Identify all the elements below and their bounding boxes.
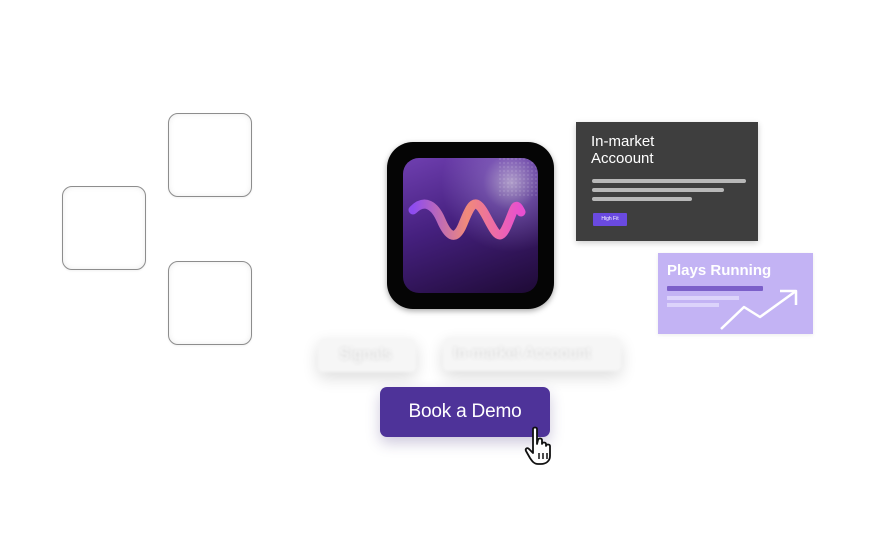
placeholder-tile-top [168,113,252,197]
w-logo-icon [408,158,538,240]
account-title-line2: Accoount [591,150,654,167]
placeholder-line [592,188,724,192]
plays-running-card: Plays Running [658,253,813,334]
account-card-title: In-market Accoount [591,133,711,167]
placeholder-line [667,296,739,300]
placeholder-line [592,197,692,201]
in-market-account-card: In-market Accoount High Fit [576,122,758,241]
placeholder-tile-bottom [168,261,252,345]
book-demo-button[interactable]: Book a Demo [380,387,550,437]
app-icon-inner [403,158,538,293]
app-icon [387,142,554,309]
account-title-line1: In-market [591,133,655,150]
in-market-account-chip: In-market Accoount [443,337,621,371]
placeholder-line [667,303,719,307]
plays-card-title: Plays Running [667,262,772,279]
trend-up-icon [720,289,798,330]
high-fit-badge: High Fit [593,213,627,226]
placeholder-tile-left [62,186,146,270]
hand-pointer-icon [524,426,551,465]
signals-chip: Signals [318,338,416,372]
placeholder-line [592,179,746,183]
progress-bar [667,286,763,291]
